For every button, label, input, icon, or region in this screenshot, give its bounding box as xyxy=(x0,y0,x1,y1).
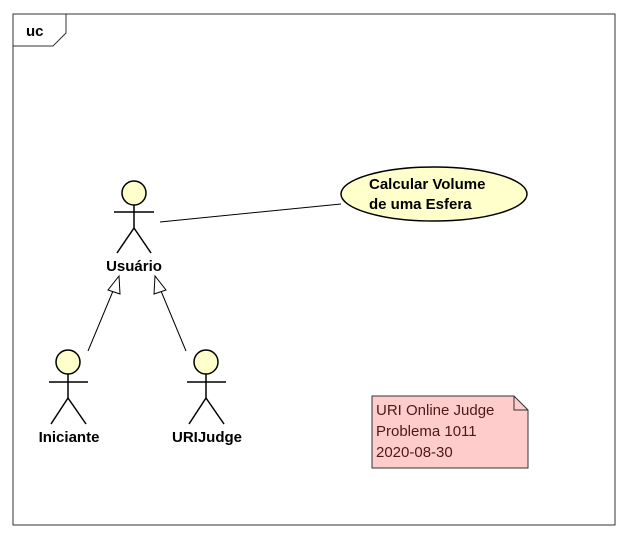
actor-name-iniciante: Iniciante xyxy=(39,429,100,446)
generalization-iniciante-arrowhead xyxy=(107,274,121,295)
actor-name-usuario: Usuário xyxy=(106,258,162,275)
actor-iniciante[interactable]: Iniciante xyxy=(39,349,100,446)
note-line-2: Problema 1011 xyxy=(376,423,477,440)
note[interactable]: URI Online Judge Problema 1011 2020-08-3… xyxy=(371,395,529,469)
actor-usuario[interactable]: Usuário xyxy=(106,180,162,275)
use-case-label-line-1: Calcular Volume xyxy=(369,176,485,193)
actor-head xyxy=(193,349,219,375)
actor-name-urijudge: URIJudge xyxy=(172,429,242,446)
note-line-3: 2020-08-30 xyxy=(376,444,453,461)
association-line xyxy=(159,203,342,223)
note-body xyxy=(371,395,529,469)
frame-tab xyxy=(12,13,67,47)
actor-head xyxy=(55,349,81,375)
actor-head xyxy=(121,180,147,206)
generalization-urijudge-arrowhead xyxy=(153,274,167,295)
generalization-iniciante-line xyxy=(87,290,114,352)
generalization-urijudge-line xyxy=(160,290,187,352)
actor-urijudge[interactable]: URIJudge xyxy=(172,349,242,446)
note-line-1: URI Online Judge xyxy=(376,402,494,419)
use-case-calcular-volume[interactable]: Calcular Volume de uma Esfera xyxy=(340,166,528,222)
use-case-ellipse xyxy=(340,166,528,222)
frame-label: uc xyxy=(26,23,44,40)
use-case-label-line-2: de uma Esfera xyxy=(369,196,472,213)
note-fold xyxy=(513,396,528,411)
